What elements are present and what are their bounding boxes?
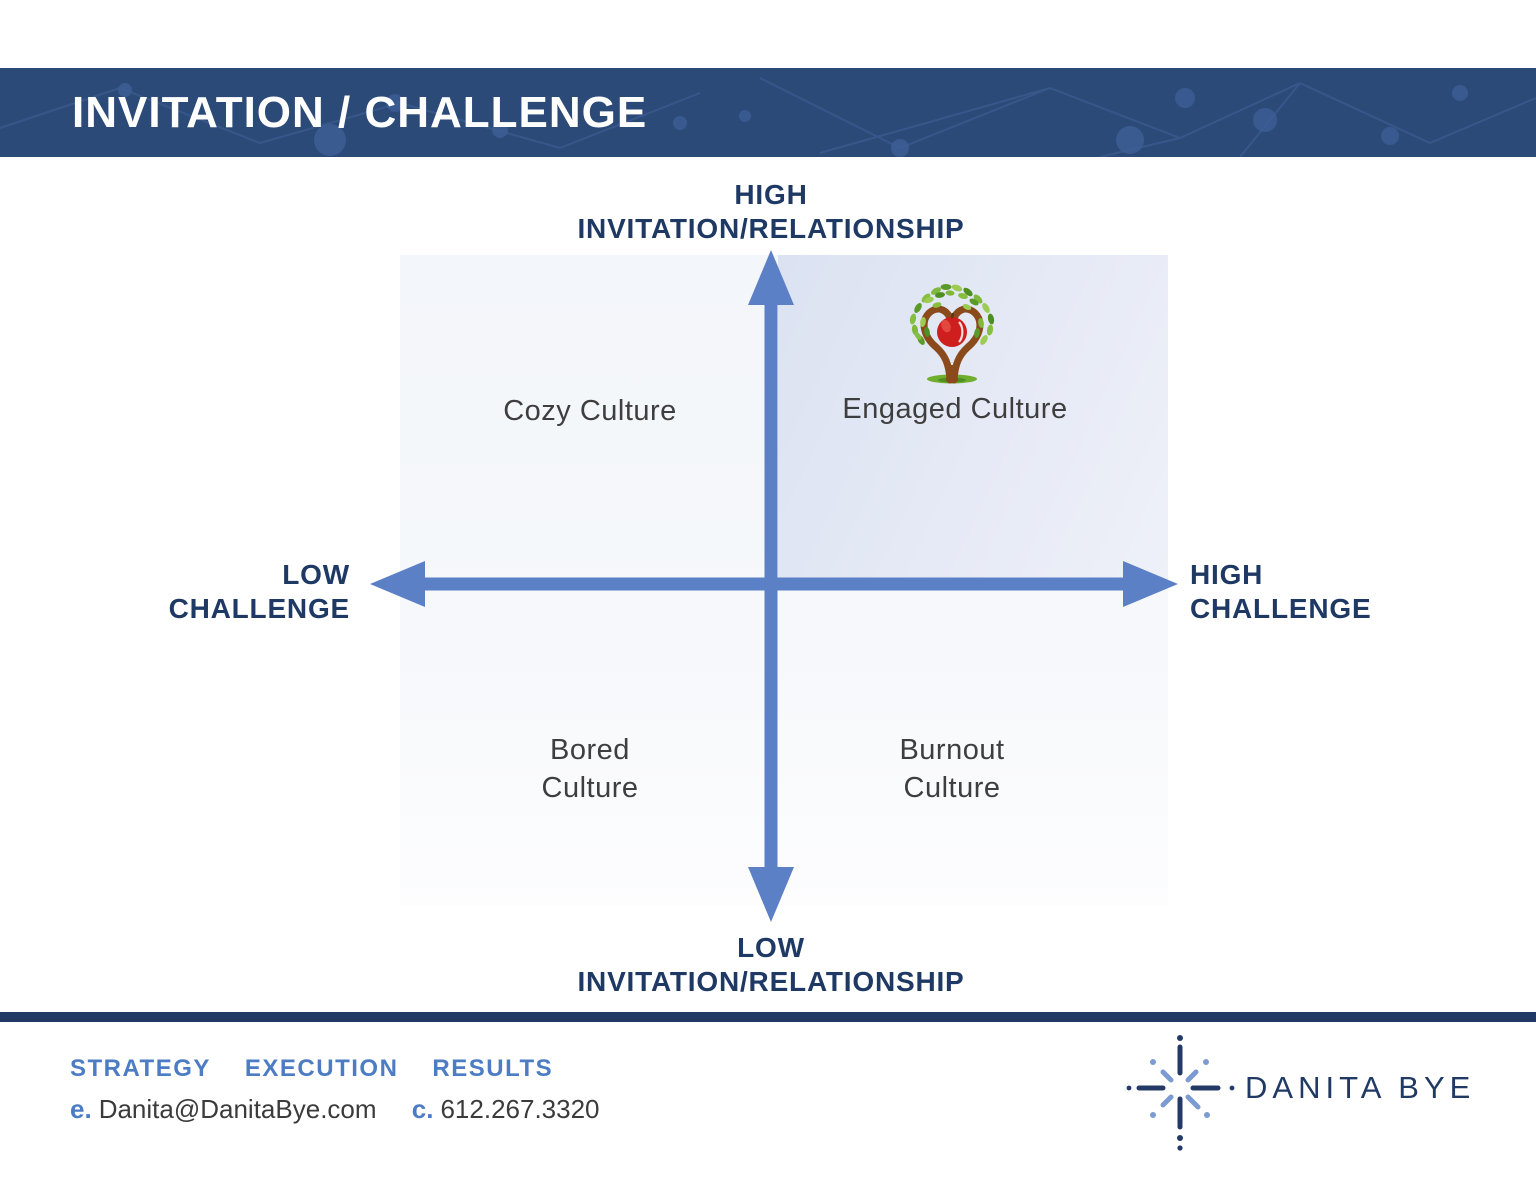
contact-line: e.Danita@DanitaBye.com c.612.267.3320 (70, 1094, 600, 1125)
brand-name: DANITA BYE (1245, 1070, 1476, 1105)
quadrant-label-bored-culture: Bored Culture (541, 734, 639, 804)
tagline-results: RESULTS (432, 1055, 554, 1082)
quadrant-label-engaged-culture: Engaged Culture (842, 393, 1068, 425)
footer-divider (0, 1012, 1536, 1022)
email-value: Danita@DanitaBye.com (98, 1094, 377, 1124)
email-prefix: e. (70, 1094, 92, 1124)
axis-label-low-invitation: LOW INVITATION/RELATIONSHIP (577, 932, 965, 997)
tree-leaves (909, 284, 995, 345)
page-title: INVITATION / CHALLENGE (72, 87, 648, 137)
phone-prefix: c. (411, 1094, 434, 1124)
footer-tagline: STRATEGY EXECUTION RESULTS (70, 1055, 553, 1083)
axis-label-high-invitation: HIGH INVITATION/RELATIONSHIP (577, 179, 965, 244)
quadrant-label-cozy-culture: Cozy Culture (503, 395, 677, 427)
axis-label-high-challenge: HIGH CHALLENGE (1190, 559, 1372, 624)
header-bar: INVITATION / CHALLENGE (0, 68, 1536, 157)
network-pattern-icon (0, 77, 1536, 157)
heart-tree-logo (909, 284, 995, 384)
phone-value: 612.267.3320 (440, 1094, 600, 1124)
axis-label-low-challenge: LOW CHALLENGE (168, 559, 350, 624)
tagline-strategy: STRATEGY (70, 1055, 211, 1082)
starburst-icon (1126, 1035, 1235, 1151)
tagline-execution: EXECUTION (244, 1055, 399, 1082)
quadrant-label-burnout-culture: Burnout Culture (899, 734, 1005, 804)
